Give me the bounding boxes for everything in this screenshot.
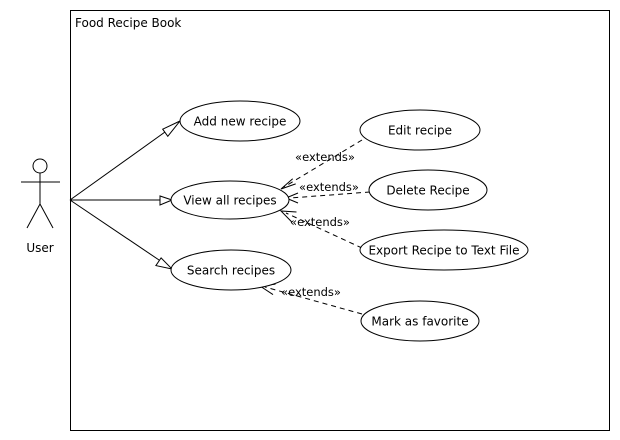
use-case-export-recipe[interactable]: Export Recipe to Text File <box>359 229 529 271</box>
association-user-add <box>69 120 181 201</box>
use-case-edit-recipe[interactable]: Edit recipe <box>359 109 481 151</box>
extends-label-edit: «extends» <box>295 150 355 164</box>
extends-label-favorite: «extends» <box>281 285 341 299</box>
association-user-search <box>69 199 174 270</box>
use-case-label: Search recipes <box>187 264 275 278</box>
use-case-label: Edit recipe <box>388 124 452 138</box>
use-case-delete-recipe[interactable]: Delete Recipe <box>368 169 488 211</box>
actor-label: User <box>26 241 53 255</box>
actor-user[interactable]: User <box>21 158 60 255</box>
stick-figure-actor-icon <box>21 158 60 229</box>
system-boundary <box>70 10 610 431</box>
use-case-search-recipes[interactable]: Search recipes <box>170 249 292 291</box>
extend-edit-to-view <box>280 139 363 190</box>
use-case-mark-as-favorite[interactable]: Mark as favorite <box>360 300 480 342</box>
use-case-label: View all recipes <box>183 194 276 208</box>
use-case-label: Add new recipe <box>194 115 287 129</box>
system-title: Food Recipe Book <box>75 16 181 30</box>
use-case-view-all-recipes[interactable]: View all recipes <box>170 180 290 220</box>
extends-label-export: «extends» <box>290 215 350 229</box>
association-user-view <box>70 195 174 206</box>
use-case-label: Export Recipe to Text File <box>368 244 519 258</box>
use-case-label: Delete Recipe <box>386 184 469 198</box>
use-case-label: Mark as favorite <box>371 315 468 329</box>
use-case-add-new-recipe[interactable]: Add new recipe <box>179 100 301 142</box>
extends-label-delete: «extends» <box>299 180 359 194</box>
extend-export-to-view <box>279 210 363 249</box>
